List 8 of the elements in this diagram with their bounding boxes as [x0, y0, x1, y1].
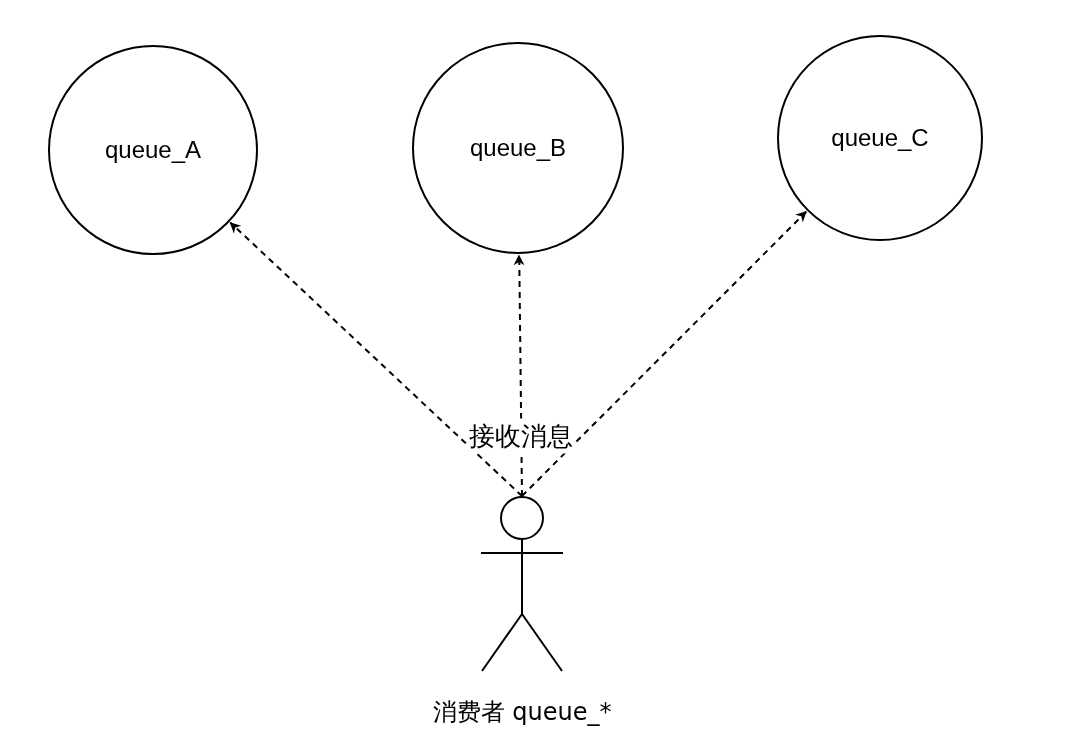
dashed-arrow [521, 210, 808, 497]
node-label: queue_C [831, 124, 929, 152]
dashed-arrow [513, 254, 525, 497]
actor-label: 消费者 queue_* [431, 697, 613, 728]
node-label: queue_A [104, 136, 202, 164]
node-label: queue_B [469, 134, 567, 162]
dashed-arrow [229, 221, 523, 497]
edge-label: 接收消息 [467, 418, 576, 454]
